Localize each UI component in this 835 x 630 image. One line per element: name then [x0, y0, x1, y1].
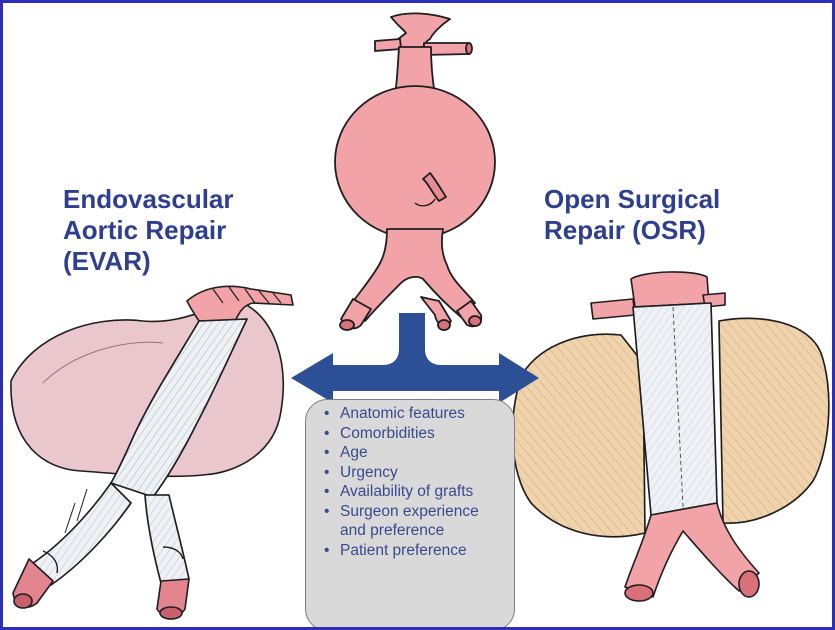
factor-surgeon-experience: Surgeon experience and preference — [318, 502, 506, 541]
evar-title: Endovascular Aortic Repair (EVAR) — [63, 184, 303, 277]
aortic-aneurysm-illustration — [335, 13, 495, 330]
factor-patient-preference: Patient preference — [318, 541, 506, 561]
double-arrow-icon — [291, 313, 539, 403]
osr-open-repair-illustration — [513, 272, 829, 601]
factor-anatomic-features: Anatomic features — [318, 404, 506, 424]
osr-title: Open Surgical Repair (OSR) — [544, 184, 784, 246]
factor-availability-of-grafts: Availability of grafts — [318, 482, 506, 502]
decision-factors-box: Anatomic features Comorbidities Age Urge… — [305, 399, 515, 630]
factor-age: Age — [318, 443, 506, 463]
factor-comorbidities: Comorbidities — [318, 424, 506, 444]
decision-factors-list: Anatomic features Comorbidities Age Urge… — [318, 404, 506, 560]
factor-urgency: Urgency — [318, 463, 506, 483]
evar-stent-graft-illustration — [11, 286, 293, 619]
